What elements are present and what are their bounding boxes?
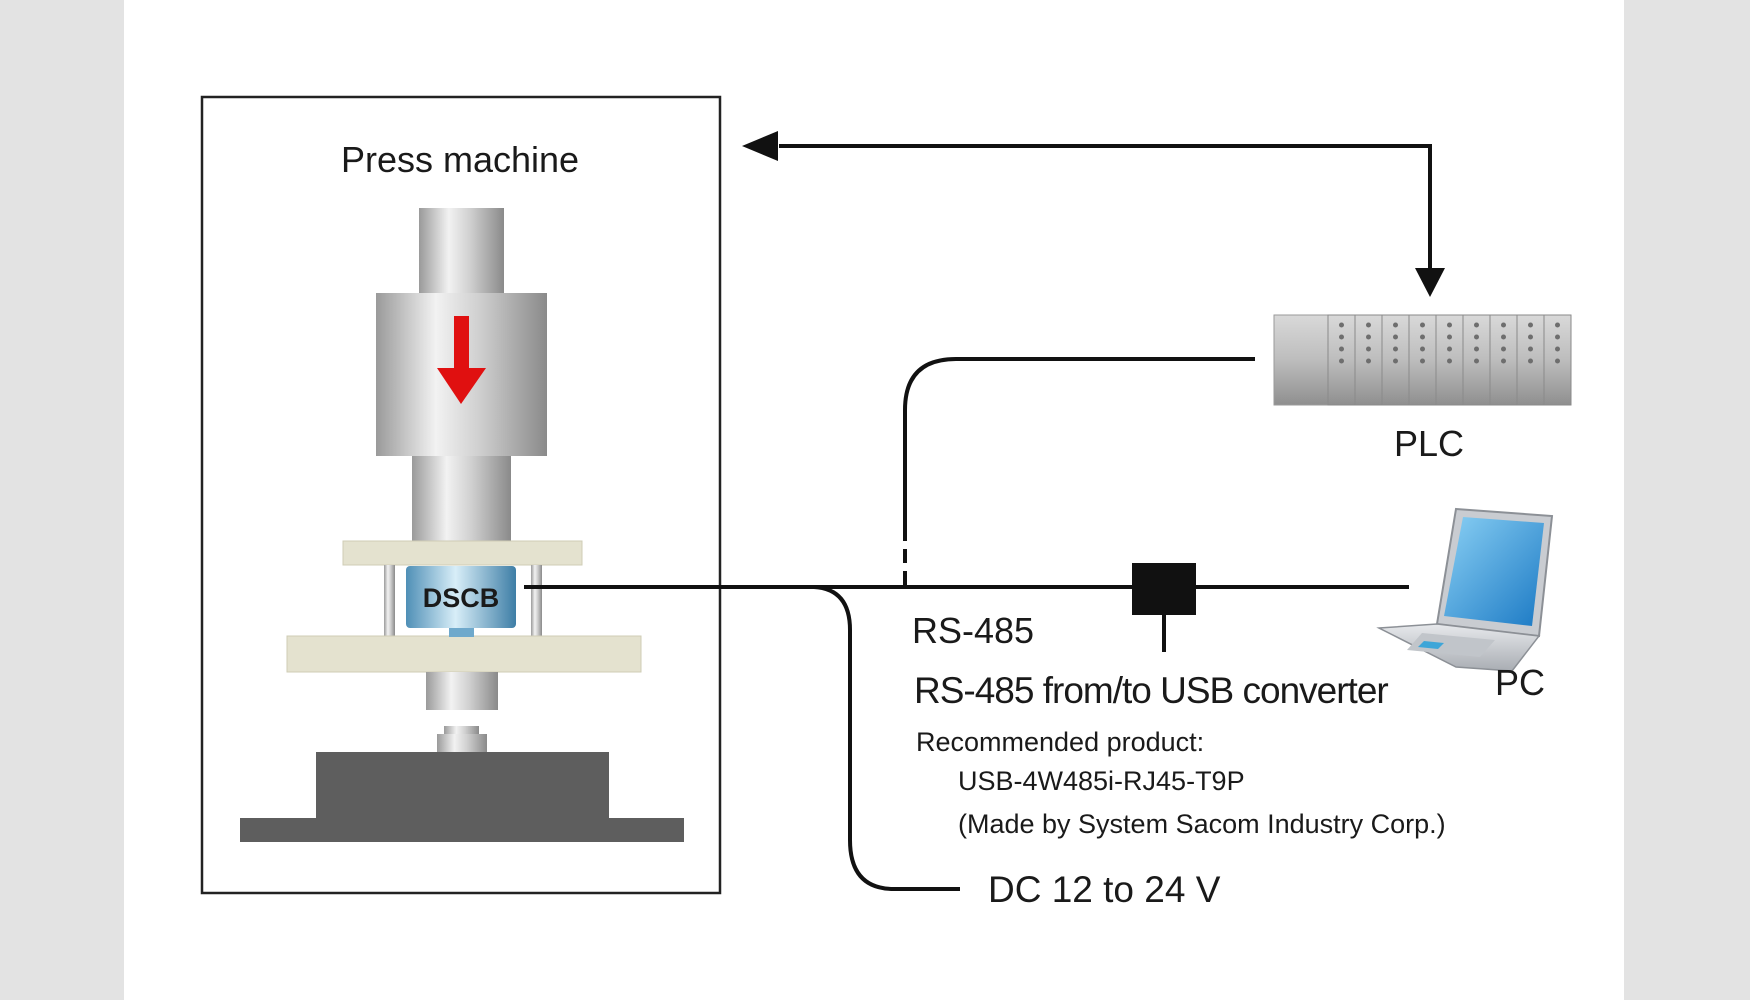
plc-terminal-dot — [1555, 358, 1560, 364]
plc-terminal-dot — [1474, 358, 1479, 364]
plc-terminal-dot — [1528, 346, 1533, 352]
plc-terminal-dot — [1501, 334, 1506, 340]
plc-terminal-dot — [1447, 346, 1452, 352]
plc-terminal-dot — [1555, 346, 1560, 352]
pc-label: PC — [1495, 662, 1545, 703]
plc-module — [1354, 314, 1383, 406]
plc-terminal-dot — [1420, 346, 1425, 352]
plc-terminal-dot — [1474, 322, 1479, 328]
plc-terminal-dot — [1339, 346, 1344, 352]
press-machine-illustration — [240, 208, 684, 842]
plc-terminal-dot — [1555, 322, 1560, 328]
rs485-label: RS-485 — [912, 610, 1034, 651]
power-label: DC 12 to 24 V — [988, 869, 1221, 910]
plc-label: PLC — [1394, 423, 1464, 464]
plc-terminal-dot — [1447, 334, 1452, 340]
dscb-label: DSCB — [423, 583, 500, 613]
recommended-label: Recommended product: — [916, 727, 1204, 757]
plc-rack — [1273, 314, 1572, 406]
product-model-label: USB-4W485i-RJ45-T9P — [958, 766, 1245, 796]
plc-module — [1408, 314, 1437, 406]
plc-terminal-dot — [1447, 322, 1452, 328]
plc-terminal-dot — [1366, 334, 1371, 340]
press-machine-label: Press machine — [341, 139, 579, 180]
plc-terminal-dot — [1528, 334, 1533, 340]
plc-terminal-dot — [1501, 346, 1506, 352]
plc-terminal-dot — [1366, 346, 1371, 352]
dscb-sensor: DSCB — [406, 566, 516, 637]
plc-terminal-dot — [1447, 358, 1452, 364]
cabling — [524, 357, 1409, 891]
down-arrow-icon — [437, 316, 486, 404]
plc-terminal-dot — [1555, 334, 1560, 340]
left-arrowhead-icon — [742, 131, 778, 161]
plc-terminal-dot — [1528, 358, 1533, 364]
plc-terminal-dot — [1501, 358, 1506, 364]
down-arrowhead-icon — [1415, 268, 1445, 297]
plc-terminal-dot — [1366, 322, 1371, 328]
laptop-pc-icon — [1376, 507, 1554, 672]
plc-terminal-dot — [1393, 322, 1398, 328]
plc-terminal-dot — [1339, 322, 1344, 328]
diagram-canvas: Press machine DSCB — [124, 0, 1624, 1000]
press-machine-frame — [200, 95, 722, 895]
system-diagram: Press machine DSCB — [200, 95, 1572, 910]
usb-converter — [1132, 563, 1196, 615]
plc-terminal-dot — [1393, 346, 1398, 352]
power-cable — [813, 585, 960, 891]
plc-terminal-dot — [1474, 346, 1479, 352]
plc-terminal-dot — [1339, 358, 1344, 364]
plc-terminal-dot — [1393, 334, 1398, 340]
plc-terminal-dot — [1501, 322, 1506, 328]
plc-terminal-dot — [1420, 358, 1425, 364]
plc-terminal-dot — [1393, 358, 1398, 364]
plc-terminal-dot — [1420, 334, 1425, 340]
plc-terminal-dot — [1366, 358, 1371, 364]
plc-terminal-dot — [1474, 334, 1479, 340]
plc-cable — [903, 357, 1255, 534]
converter-label: RS-485 from/to USB converter — [914, 670, 1388, 711]
press-plc-link — [742, 131, 1445, 297]
plc-terminal-dot — [1528, 322, 1533, 328]
plc-terminal-dot — [1339, 334, 1344, 340]
plc-terminal-dot — [1420, 322, 1425, 328]
manufacturer-label: (Made by System Sacom Industry Corp.) — [958, 809, 1446, 839]
